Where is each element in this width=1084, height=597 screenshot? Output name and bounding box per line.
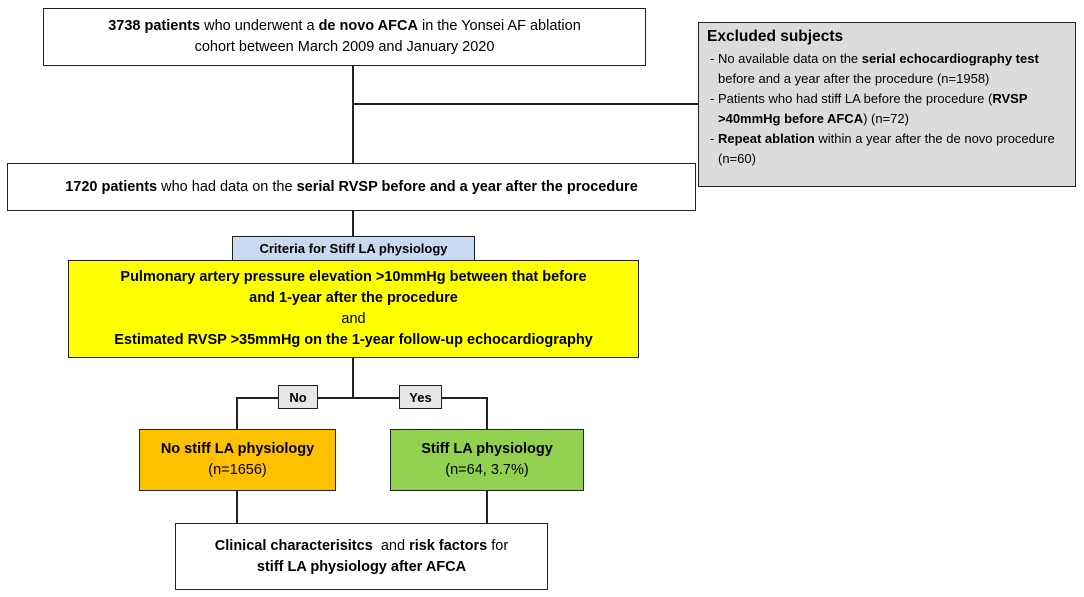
outcome-for: for [487,537,509,554]
stiff-box: Stiff LA physiology (n=64, 3.7%) [390,429,584,491]
branch-no-label: No [278,385,318,409]
cohort-box: 3738 patients who underwent a de novo AF… [43,8,646,66]
criteria-line-3: Estimated RVSP >35mmHg on the 1-year fol… [114,332,593,348]
excluded-item-1-count: before and a year after the procedure (n… [718,71,990,86]
branch-yes-label: Yes [399,385,442,409]
stiff-title: Stiff LA physiology [421,441,553,457]
excluded-item-2-text: - Patients who had stiff LA before the p… [710,91,993,106]
excluded-list: - No available data on the serial echoca… [707,49,1067,169]
outcome-line-2: stiff LA physiology after AFCA [256,558,467,575]
connector-cohort-to-included [352,66,354,163]
connector-no-stiff-to-outcome [236,491,238,523]
excluded-item-3-dash: - [710,131,718,146]
excluded-item-2: - Patients who had stiff LA before the p… [707,89,1067,129]
outcome-characteristics: Clinical characterisitcs [214,537,373,554]
included-count: 1720 patients [65,179,158,195]
included-criterion: serial RVSP before and a year after the … [296,179,638,195]
excluded-item-3: - Repeat ablation within a year after th… [707,129,1067,169]
cohort-text: who underwent a [200,18,319,34]
outcome-box: Clinical characterisitcs and risk factor… [175,523,548,590]
cohort-count: 3738 patients [108,18,201,34]
no-stiff-count: (n=1656) [208,462,267,478]
criteria-line-2: and 1-year after the procedure [249,290,458,306]
excluded-item-3-text: within a year after the de novo procedur… [718,131,1055,166]
excluded-item-1: - No available data on the serial echoca… [707,49,1067,89]
connector-to-stiff [486,397,488,429]
criteria-and: and [341,311,366,327]
included-text: who had data on the [157,179,297,195]
connector-branch-horizontal [236,397,488,399]
cohort-line-1: 3738 patients who underwent a de novo AF… [108,16,581,37]
excluded-title: Excluded subjects [707,28,844,45]
outcome-line-1: Clinical characterisitcs and risk factor… [215,536,508,557]
criteria-line-1: Pulmonary artery pressure elevation >10m… [120,269,587,285]
criteria-header: Criteria for Stiff LA physiology [232,236,475,261]
no-stiff-box: No stiff LA physiology (n=1656) [139,429,336,491]
connector-included-to-criteria [352,211,354,236]
cohort-line-2: cohort between March 2009 and January 20… [194,39,495,55]
connector-criteria-down [352,358,354,398]
outcome-risk-factors: risk factors [409,537,488,554]
excluded-item-2-bold: RVSP >40mmHg before AFCA [718,91,1028,126]
criteria-box: Pulmonary artery pressure elevation >10m… [68,260,639,358]
connector-to-excluded [353,103,698,105]
excluded-item-1-bold: serial echocardiography test [861,51,1039,66]
no-stiff-title: No stiff LA physiology [160,441,315,457]
excluded-item-1-text: - No available data on the [710,51,862,66]
cohort-procedure: de novo AFCA [318,18,418,34]
connector-to-no-stiff [236,397,238,429]
stiff-count: (n=64, 3.7%) [445,462,529,478]
excluded-box: Excluded subjects - No available data on… [698,22,1076,187]
excluded-item-2-count: ) (n=72) [863,111,909,126]
connector-stiff-to-outcome [486,491,488,523]
excluded-item-3-bold: Repeat ablation [717,131,815,146]
included-line: 1720 patients who had data on the serial… [65,179,638,195]
cohort-text-2: in the Yonsei AF ablation [417,18,581,34]
outcome-and: and [372,537,410,554]
included-box: 1720 patients who had data on the serial… [7,163,696,211]
